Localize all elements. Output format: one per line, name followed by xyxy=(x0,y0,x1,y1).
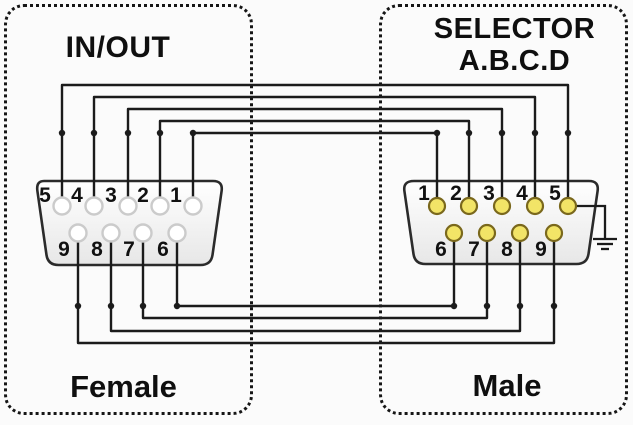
wire-junction-dot xyxy=(550,302,558,310)
female-connector-body xyxy=(35,179,224,267)
wire-junction-dot xyxy=(450,302,458,310)
wire-junction-dot xyxy=(189,129,197,137)
wire-junction-dot xyxy=(433,129,441,137)
male-pin-number-8: 8 xyxy=(501,238,513,261)
female-pin-number-1: 1 xyxy=(170,184,182,207)
female-pin-number-7: 7 xyxy=(123,238,135,261)
wire-junction-dot xyxy=(173,302,181,310)
female-pin-2 xyxy=(150,196,170,216)
male-pin-5 xyxy=(558,196,578,216)
wire-pin-8-to-8 xyxy=(109,233,522,333)
male-pin-8 xyxy=(510,223,530,243)
male-pin-number-3: 3 xyxy=(483,182,495,205)
female-pin-number-3: 3 xyxy=(105,184,117,207)
wires-layer xyxy=(58,83,572,345)
wire-pin-6-to-6 xyxy=(175,233,456,308)
wire-pin-2-to-2 xyxy=(158,119,471,206)
male-pin-number-7: 7 xyxy=(468,238,480,261)
wire-pin-5-to-5 xyxy=(60,83,570,206)
wire-junction-dot xyxy=(139,302,147,310)
wire-junction-dot xyxy=(498,129,506,137)
male-pin-number-1: 1 xyxy=(418,182,430,205)
selector-panel-border xyxy=(379,4,628,415)
wire-pin-4-to-4 xyxy=(92,95,537,206)
female-pin-5 xyxy=(52,196,72,216)
wire-junction-dot xyxy=(516,302,524,310)
female-pin-number-8: 8 xyxy=(91,238,103,261)
wire-pin-3-to-3 xyxy=(126,107,504,206)
wire-pin-7-to-7 xyxy=(141,233,489,320)
wire-junction-dot xyxy=(465,129,473,137)
female-pin-6 xyxy=(167,223,187,243)
male-connector-body xyxy=(402,179,600,266)
wire-junction-dot xyxy=(564,129,572,137)
female-pin-number-4: 4 xyxy=(71,184,83,207)
male-pin-number-5: 5 xyxy=(549,182,561,205)
female-pin-number-9: 9 xyxy=(58,238,70,261)
ground-lead xyxy=(568,204,607,238)
female-pin-8 xyxy=(101,223,121,243)
wire-pin-1-to-1 xyxy=(191,131,439,206)
in-out-title: IN/OUT xyxy=(65,31,171,64)
female-pin-3 xyxy=(118,196,138,216)
male-label: Male xyxy=(472,368,542,403)
male-pin-number-4: 4 xyxy=(516,182,528,205)
male-pin-4 xyxy=(525,196,545,216)
wire-junction-dot xyxy=(156,129,164,137)
wire-junction-dot xyxy=(531,129,539,137)
male-pin-6 xyxy=(444,223,464,243)
male-pin-number-2: 2 xyxy=(450,182,462,205)
female-pin-7 xyxy=(133,223,153,243)
female-pin-number-6: 6 xyxy=(157,238,169,261)
wire-junction-dot xyxy=(90,129,98,137)
in-out-panel-border xyxy=(4,4,253,415)
male-pin-2 xyxy=(459,196,479,216)
wire-junction-dot xyxy=(483,302,491,310)
female-label: Female xyxy=(70,369,177,404)
selector-title-line1: SELECTOR xyxy=(433,13,596,45)
ground-symbol xyxy=(568,204,617,251)
female-pin-number-5: 5 xyxy=(39,184,51,207)
male-pin-number-6: 6 xyxy=(435,238,447,261)
male-pin-3 xyxy=(492,196,512,216)
wire-junction-dot xyxy=(58,129,66,137)
selector-title-line2: A.B.C.D xyxy=(458,45,571,77)
male-pin-9 xyxy=(544,223,564,243)
female-pin-1 xyxy=(183,196,203,216)
male-pin-number-9: 9 xyxy=(535,238,547,261)
selector-title: SELECTOR A.B.C.D xyxy=(404,13,625,77)
wire-junction-dot xyxy=(74,302,82,310)
female-pin-9 xyxy=(68,223,88,243)
female-pin-number-2: 2 xyxy=(137,184,149,207)
wire-junction-dot xyxy=(124,129,132,137)
wire-junction-dot xyxy=(107,302,115,310)
female-pin-4 xyxy=(84,196,104,216)
male-pin-7 xyxy=(477,223,497,243)
pins-layer xyxy=(52,196,578,243)
male-pin-1 xyxy=(427,196,447,216)
wire-pin-9-to-9 xyxy=(76,233,556,345)
